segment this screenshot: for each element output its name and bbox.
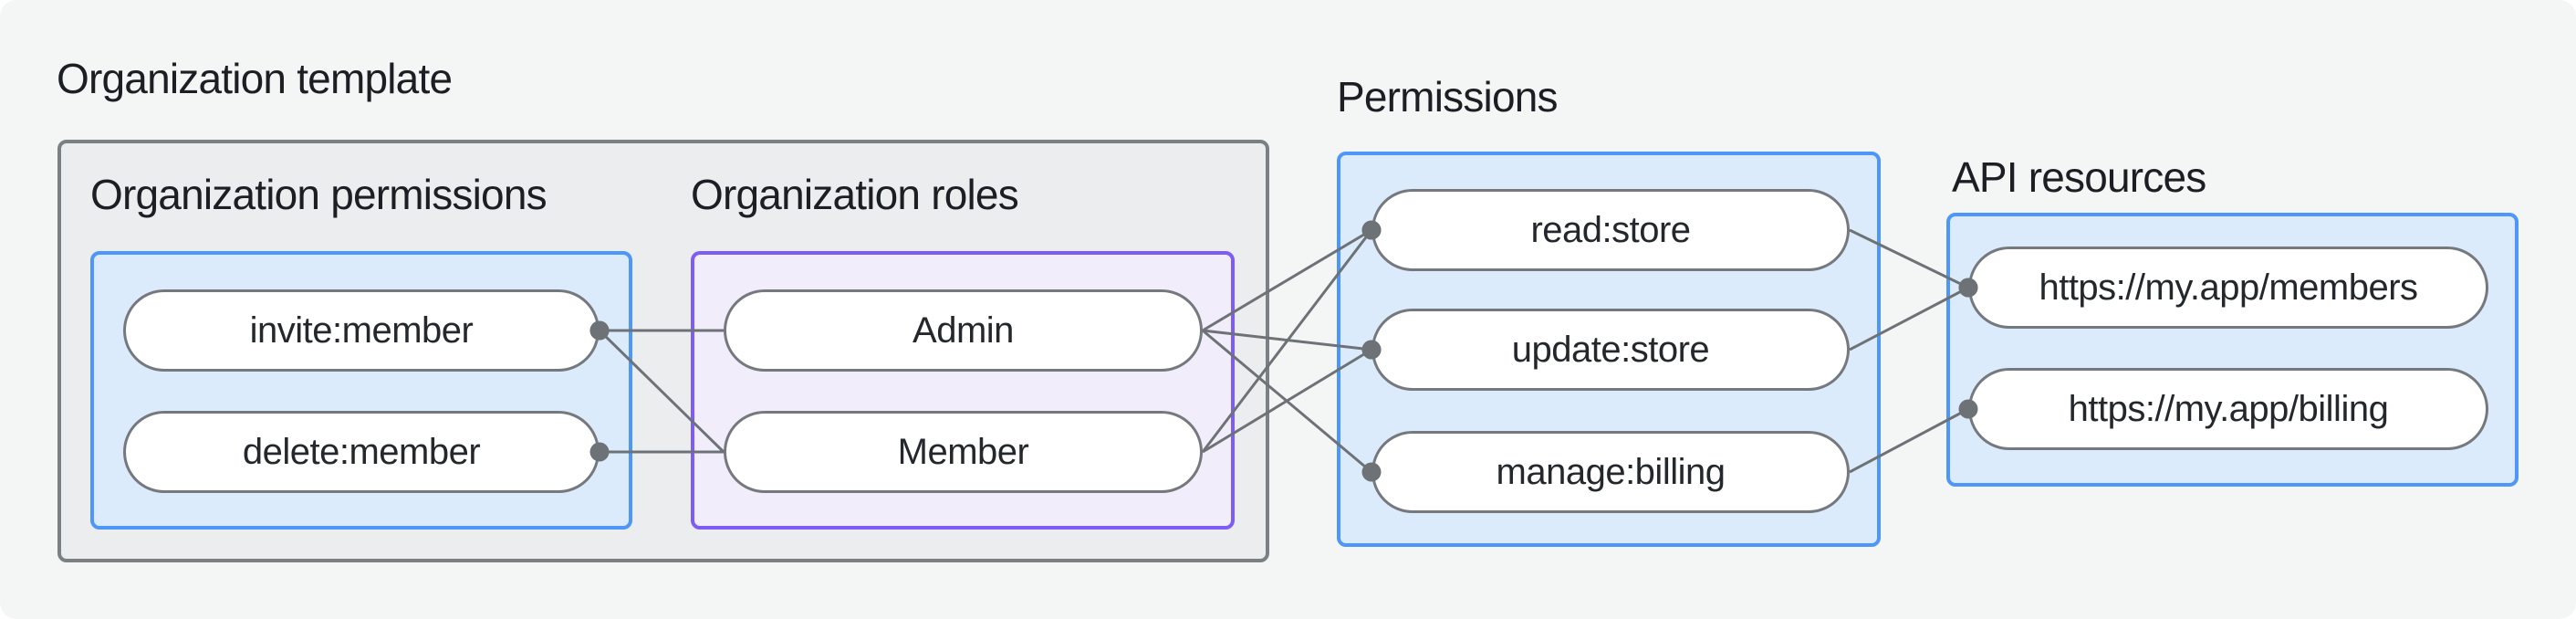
node-api-members-url-label: https://my.app/members <box>2039 267 2418 308</box>
node-perm-update-store-label: update:store <box>1511 329 1710 370</box>
node-perm-read-store-label: read:store <box>1530 209 1691 250</box>
api-resources-label: API resources <box>1952 153 2206 201</box>
node-delete-member-label: delete:member <box>242 431 481 472</box>
org-template-label: Organization template <box>57 55 453 102</box>
org-permissions-label: Organization permissions <box>90 171 548 218</box>
node-role-member: Member <box>724 411 1203 493</box>
org-roles-label: Organization roles <box>691 171 1019 218</box>
node-api-billing-url: https://my.app/billing <box>1968 368 2488 450</box>
node-delete-member: delete:member <box>123 411 600 493</box>
node-perm-manage-billing-label: manage:billing <box>1496 451 1726 492</box>
node-perm-manage-billing: manage:billing <box>1371 431 1850 513</box>
node-perm-update-store: update:store <box>1371 309 1850 391</box>
node-role-admin-label: Admin <box>913 310 1014 351</box>
permissions-label: Permissions <box>1337 73 1559 121</box>
node-api-billing-url-label: https://my.app/billing <box>2068 388 2389 429</box>
node-role-admin: Admin <box>724 289 1203 372</box>
node-invite-member: invite:member <box>123 289 600 372</box>
node-perm-read-store: read:store <box>1371 189 1850 271</box>
node-invite-member-label: invite:member <box>249 310 474 351</box>
node-api-members-url: https://my.app/members <box>1968 247 2488 329</box>
node-role-member-label: Member <box>897 431 1029 472</box>
